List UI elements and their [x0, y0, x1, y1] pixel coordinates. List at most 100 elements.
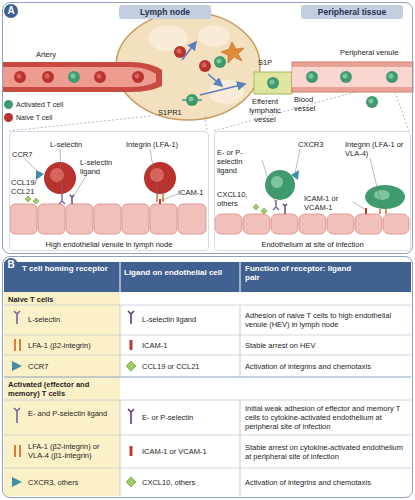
hev-inset-art	[10, 149, 206, 234]
leader-line	[262, 160, 276, 205]
part-label: Artery	[36, 50, 76, 59]
cxcr3-receptor	[291, 170, 299, 180]
zoom-inset: Endothelium at site of infection	[214, 131, 411, 251]
ligand-icon	[128, 311, 134, 324]
artery	[2, 62, 162, 92]
part-label: L-selectin ligand	[80, 158, 116, 176]
ligand-icon	[130, 340, 133, 350]
flat-endothelium	[215, 214, 409, 234]
panel-letter: B	[4, 258, 18, 272]
naive-t-cell	[144, 162, 176, 194]
efferent-lymphatic	[254, 72, 292, 94]
endothelial-cell	[10, 204, 37, 234]
receptor-icon	[15, 445, 20, 457]
movement-arrow	[200, 84, 245, 95]
activated-t-cell	[68, 71, 80, 83]
part-label: Integrin (LFA-1 or VLA-4)	[345, 140, 407, 158]
endothelial-cell	[271, 214, 298, 234]
nucleus	[271, 176, 283, 188]
artery-wall	[2, 62, 162, 92]
panel-letter: A	[4, 4, 18, 18]
chemokine	[25, 196, 39, 204]
icam-1	[159, 199, 161, 204]
nucleus	[50, 168, 64, 182]
table-cell: Initial weak adhesion of effector and me…	[245, 404, 409, 431]
activated-t-cell	[186, 94, 198, 106]
nucleus	[135, 74, 140, 79]
table-cell: LFA-1 (β2-integrin)	[28, 341, 118, 350]
leader-line	[370, 158, 382, 208]
table-cell: Stable arrest on HEV	[245, 341, 409, 350]
s1pr1-receptor	[182, 99, 186, 100]
row-rule	[4, 335, 411, 336]
part-label: Blood vessel	[294, 95, 330, 113]
column-rule	[240, 262, 241, 292]
nucleus	[202, 63, 207, 68]
tab-title: Lymph node	[119, 5, 211, 19]
receptor-icon	[12, 361, 22, 371]
table-cell: L-selectin	[28, 315, 118, 324]
nucleus	[343, 74, 348, 79]
nucleus	[270, 80, 275, 85]
migrating-t-cell	[366, 96, 378, 108]
nucleus	[71, 74, 76, 79]
part-label: L-selectin	[50, 140, 95, 149]
naive-t-cell	[94, 71, 106, 83]
table-cell: ICAM-1	[142, 341, 238, 350]
legend-text: Naive T cell	[16, 112, 52, 124]
endothelial-cell	[94, 204, 121, 234]
table-cell: Activation of integrins and chemotaxis	[245, 362, 409, 371]
arrested-t-cell	[365, 185, 405, 209]
table-grid	[4, 262, 411, 496]
part-label: ICAM-1	[178, 188, 208, 197]
ligand-icon	[128, 409, 134, 424]
table-cell: CCL19 or CCL21	[142, 362, 238, 371]
nucleus	[369, 99, 374, 104]
column-rule	[240, 305, 241, 377]
artery-lumen	[2, 67, 156, 87]
leader-line	[24, 158, 38, 172]
legend-swatch	[4, 100, 13, 109]
endothelial-cell	[150, 204, 177, 234]
integrin	[380, 209, 386, 214]
receptor-icon	[15, 339, 20, 351]
endothelial-cell	[355, 214, 382, 234]
nucleus	[150, 168, 164, 182]
nucleus	[177, 49, 182, 54]
row-rule	[4, 355, 411, 356]
endothelial-cell	[122, 204, 149, 234]
endothelial-cell	[38, 204, 65, 234]
column-rule	[240, 400, 241, 496]
follicle	[198, 25, 230, 47]
section-title: Activated (effector and memory) T cells	[8, 380, 120, 398]
part-label: CCL19/ CCL21	[11, 178, 41, 196]
legend: Activated T cellNaive T cell	[4, 98, 63, 124]
row-rule	[4, 468, 411, 469]
chemokine	[253, 204, 267, 214]
table-cell: L-selectin ligand	[142, 315, 238, 324]
header-tab: Peripheral tissue	[301, 5, 403, 19]
zoom-line	[395, 92, 409, 131]
panel-frame: B	[2, 256, 413, 498]
part-label: Efferent lymphatic vessel	[238, 97, 292, 124]
receptor-icon	[12, 477, 22, 487]
table-header-cell: T cell homing receptor	[22, 264, 118, 273]
table-cell: E- or P-selectin	[142, 413, 238, 422]
part-label: CXCL10, others	[217, 190, 257, 208]
zoom-line	[205, 116, 207, 131]
leader-line	[60, 149, 62, 195]
naive-t-cell	[44, 162, 76, 194]
section-title: Naive T cells	[8, 295, 118, 304]
row-rule	[4, 305, 411, 306]
activated-t-cell	[214, 56, 226, 68]
table-cell: CCR7	[28, 362, 118, 371]
receptor-icon	[14, 311, 20, 324]
table-cell: LFA-1 (β2-integrin) or VLA-4 (β1-integri…	[28, 442, 118, 460]
activated-t-cell	[267, 77, 279, 89]
panel-frame: ALymph nodePeripheral tissueHigh endothe…	[2, 2, 413, 254]
nucleus	[374, 190, 390, 200]
legend-entry: Naive T cell	[4, 111, 63, 124]
table-cell: E- and P-selectin ligand	[28, 409, 118, 418]
endothelial-cell	[243, 214, 270, 234]
row-rules	[4, 305, 411, 468]
